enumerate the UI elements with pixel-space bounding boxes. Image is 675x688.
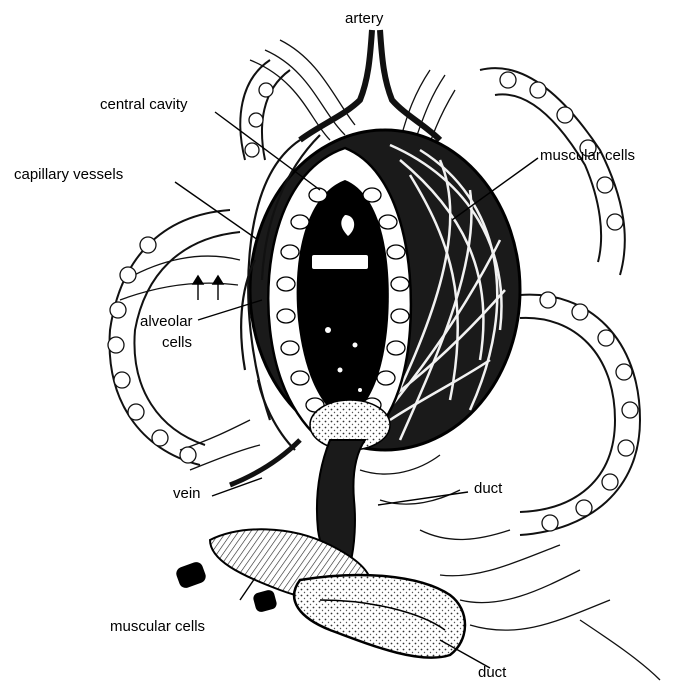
label-alveolar-line2: cells xyxy=(162,334,192,352)
leader-muscular-bottom xyxy=(240,578,255,600)
artery-vessel xyxy=(300,30,440,140)
label-duct-bottom: duct xyxy=(478,664,506,682)
lower-duct xyxy=(294,575,465,658)
neighbor-alveolus-right xyxy=(520,295,640,535)
label-muscular-cells-bottom: muscular cells xyxy=(110,618,205,636)
label-duct-right: duct xyxy=(474,480,502,498)
vein-vessel xyxy=(230,440,300,485)
label-central-cavity: central cavity xyxy=(100,96,188,114)
label-vein: vein xyxy=(173,485,201,503)
label-artery: artery xyxy=(345,10,383,28)
alveolar-arrows xyxy=(193,276,223,300)
label-muscular-cells-right: muscular cells xyxy=(540,147,635,165)
leader-capillary xyxy=(175,182,258,240)
label-capillary-vessels: capillary vessels xyxy=(14,166,123,184)
label-alveolar-line1: alveolar xyxy=(140,313,193,331)
